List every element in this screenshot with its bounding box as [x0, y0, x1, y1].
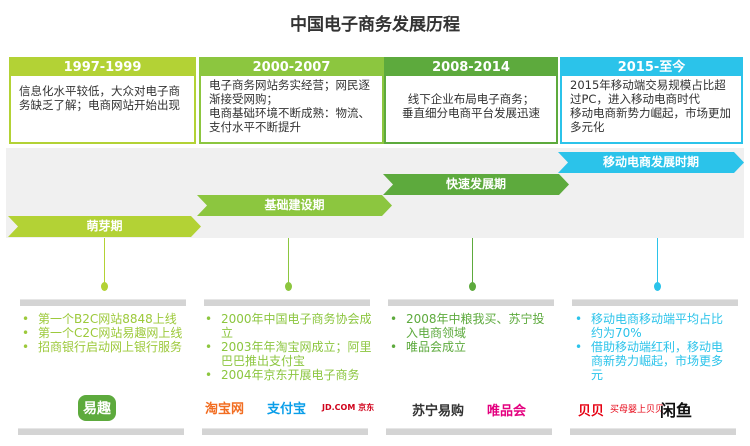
logo-eachnet: 易趣 — [78, 395, 116, 421]
event-item: 2008年中粮我买、苏宁投入电商领域 — [388, 312, 556, 340]
period-years: 1997-1999 — [11, 59, 194, 76]
divider — [20, 299, 186, 306]
connector-line — [657, 238, 658, 284]
event-item: 招商银行启动网上银行服务 — [20, 340, 195, 354]
period-desc: 电子商务网站务实经营；网民逐渐接受网购； 电商基础环境不断成熟：物流、支付水平不… — [209, 78, 370, 134]
event-item: 2003年年淘宝网成立；阿里巴巴推出支付宝 — [203, 340, 381, 368]
event-list-2000: 2000年中国电子商务协会成立 2003年年淘宝网成立；阿里巴巴推出支付宝 20… — [203, 312, 381, 382]
logo-beibei: 贝贝 — [578, 404, 605, 419]
stage-arrow-rapid-growth: 快速发展期 — [383, 174, 569, 195]
event-item: 借助移动端红利，移动电商新势力崛起，市场更多元 — [573, 340, 733, 382]
page-title: 中国电子商务发展历程 — [290, 15, 460, 35]
logo-suning: 苏宁易购 — [412, 404, 465, 419]
period-desc: 信息化水平较低，大众对电子商务缺乏了解；电商网站开始出现 — [19, 84, 180, 112]
divider — [386, 428, 552, 435]
event-item: 移动电商移动端平均占比约为70% — [573, 312, 733, 340]
period-card-2000: 2000-2007 电子商务网站务实经营；网民逐渐接受网购； 电商基础环境不断成… — [199, 57, 384, 144]
event-item: 第一个B2C网站8848上线 — [20, 312, 195, 326]
connector-line — [472, 238, 473, 284]
logo-alipay: 支付宝 — [267, 402, 307, 417]
event-list-2015: 移动电商移动端平均占比约为70% 借助移动端红利，移动电商新势力崛起，市场更多元 — [573, 312, 733, 382]
timeline-dot — [101, 282, 108, 291]
period-desc: 2015年移动端交易规模占比超过PC，进入移动电商时代 移动电商新势力崛起，市场… — [570, 78, 731, 134]
divider — [572, 299, 738, 306]
logo-xianyu: 闲鱼 — [660, 401, 693, 420]
divider — [388, 299, 554, 306]
logo-beibei-slogan: 买母婴上贝贝 — [610, 405, 665, 415]
connector-line — [288, 238, 289, 284]
stage-arrow-mobile: 移动电商发展时期 — [558, 152, 744, 173]
period-desc: 线下企业布局电子商务； 垂直细分电商平台发展迅速 — [402, 92, 540, 120]
connector-line — [104, 238, 105, 284]
period-years: 2000-2007 — [201, 59, 382, 76]
stage-arrow-sprouting: 萌芽期 — [8, 216, 201, 237]
divider — [570, 428, 736, 435]
timeline-dot — [285, 282, 292, 291]
timeline-dot — [469, 282, 476, 291]
event-list-2008: 2008年中粮我买、苏宁投入电商领域 唯品会成立 — [388, 312, 556, 354]
event-item: 2000年中国电子商务协会成立 — [203, 312, 381, 340]
period-card-2015: 2015-至今 2015年移动端交易规模占比超过PC，进入移动电商时代 移动电商… — [560, 57, 743, 144]
period-years: 2008-2014 — [386, 59, 556, 76]
logo-jd: JD.COM 京东 — [322, 403, 375, 412]
event-list-1997: 第一个B2C网站8848上线 第一个C2C网站易趣网上线 招商银行启动网上银行服… — [20, 312, 195, 354]
divider — [202, 428, 368, 435]
divider — [18, 428, 184, 435]
divider — [204, 299, 370, 306]
period-years: 2015-至今 — [562, 59, 741, 76]
event-item: 第一个C2C网站易趣网上线 — [20, 326, 195, 340]
period-card-1997: 1997-1999 信息化水平较低，大众对电子商务缺乏了解；电商网站开始出现 — [9, 57, 196, 144]
event-item: 2004年京东开展电子商务 — [203, 368, 381, 382]
stage-arrow-infrastructure: 基础建设期 — [197, 195, 392, 216]
period-card-2008: 2008-2014 线下企业布局电子商务； 垂直细分电商平台发展迅速 — [384, 57, 558, 144]
event-item: 唯品会成立 — [388, 340, 556, 354]
logo-taobao: 淘宝网 — [205, 402, 245, 417]
logo-vipshop: 唯品会 — [487, 404, 527, 419]
timeline-dot — [654, 282, 661, 291]
